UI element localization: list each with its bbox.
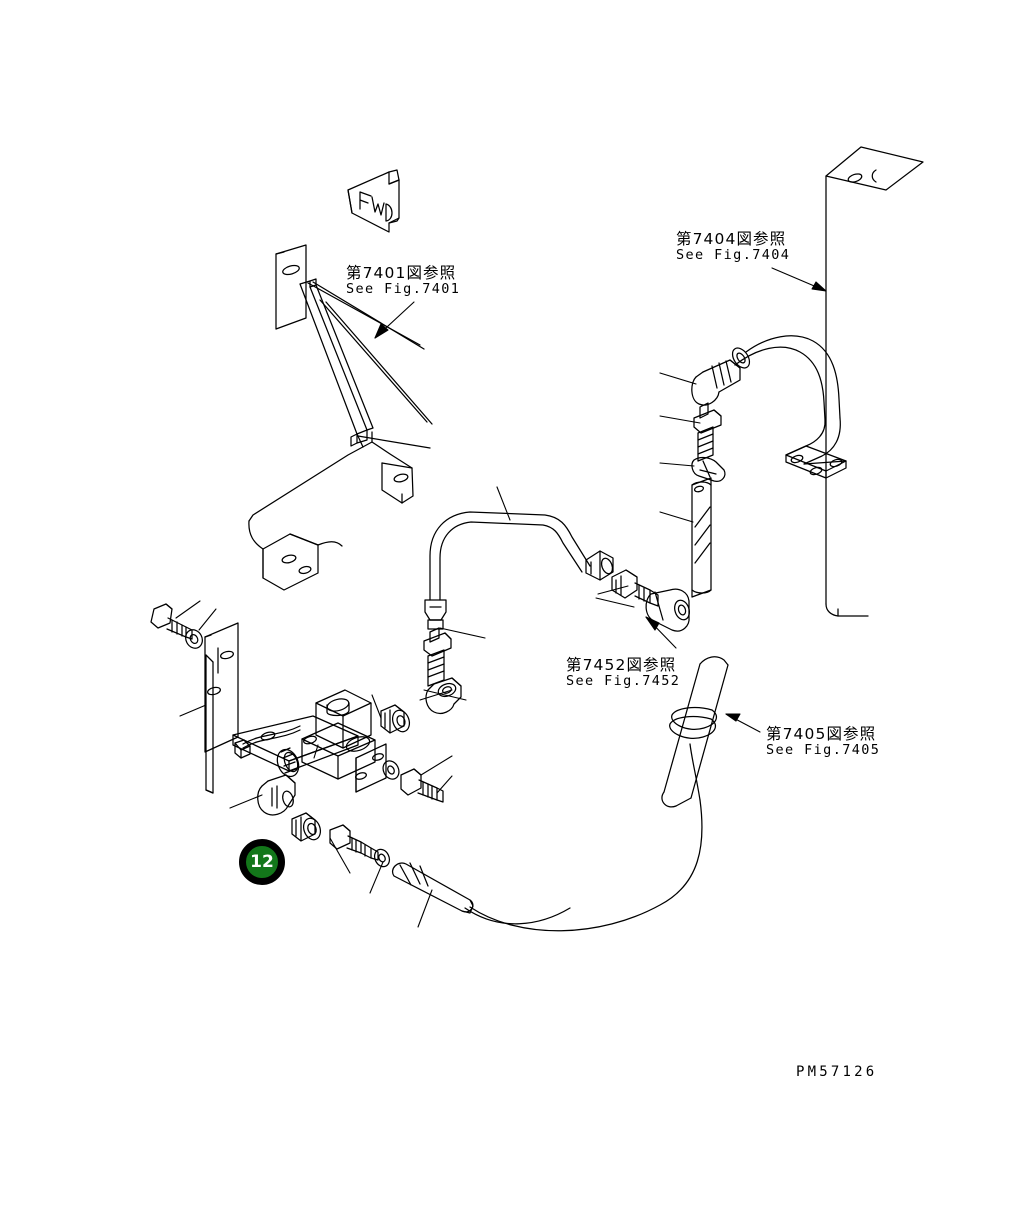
center-tube-assembly <box>424 511 614 630</box>
reference-label-7405-en: See Fig.7405 <box>766 741 881 758</box>
valve-block-assembly <box>234 689 387 793</box>
upper-left-bracket-assembly <box>275 244 433 449</box>
reference-label-7404-en: See Fig.7404 <box>676 246 791 263</box>
center-elbow-fitting <box>380 677 462 734</box>
reference-arrows <box>374 267 827 733</box>
right-fitting-column <box>691 359 741 598</box>
reference-label-7452: 第7452図参照 See Fig.7452 <box>566 657 680 688</box>
reference-label-7405-jp: 第7405図参照 <box>766 725 877 743</box>
bottom-hose-end-fitting <box>392 862 571 925</box>
reference-label-7404-jp: 第7404図参照 <box>676 230 787 248</box>
left-mount-plate <box>204 622 359 794</box>
callout-badge-12[interactable]: 12 <box>239 839 285 885</box>
right-frame-bracket <box>825 146 924 617</box>
reference-label-7452-en: See Fig.7452 <box>566 672 681 689</box>
tank-shroud-panel <box>248 431 414 591</box>
leader-lines <box>175 372 701 928</box>
reference-label-7401-en: See Fig.7401 <box>346 280 461 297</box>
fig7405-hose-with-clamp <box>661 656 729 808</box>
lower-elbow-fitting <box>257 774 296 816</box>
fwd-marker-icon <box>347 169 400 233</box>
drawing-number: PM57126 <box>796 1064 878 1080</box>
reference-label-7452-jp: 第7452図参照 <box>566 656 677 674</box>
callout-12-fitting-stack <box>291 812 391 868</box>
lower-stud-fitting <box>423 627 452 687</box>
reference-label-7401-jp: 第7401図参照 <box>346 264 457 282</box>
right-bolt-and-washer <box>382 760 444 803</box>
upper-right-hose-assembly <box>731 335 847 479</box>
main-hose-route <box>469 743 703 932</box>
left-bolt-and-washer <box>150 603 203 649</box>
reference-label-7404: 第7404図参照 See Fig.7404 <box>676 231 790 262</box>
reference-label-7401: 第7401図参照 See Fig.7401 <box>346 265 460 296</box>
callout-badge-12-number: 12 <box>250 852 274 872</box>
reference-label-7405: 第7405図参照 See Fig.7405 <box>766 726 880 757</box>
